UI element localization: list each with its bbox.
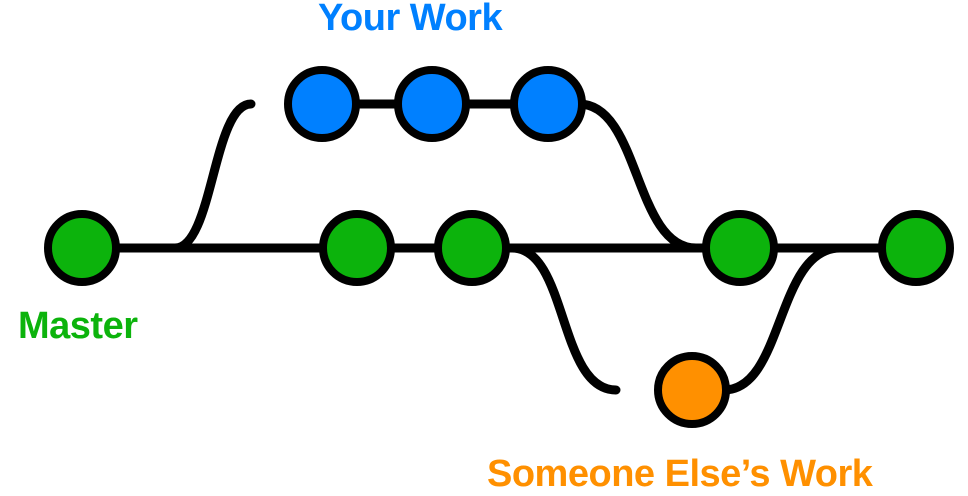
commit-node-b2[interactable] <box>394 66 470 142</box>
branch-label-your-work: Your Work <box>318 0 503 39</box>
commit-node-o1[interactable] <box>654 352 730 428</box>
commit-node-m2[interactable] <box>319 210 395 286</box>
graph-edge-e-branch-out-orange <box>507 243 621 395</box>
branch-label-master: Master <box>18 305 138 347</box>
commit-node-m1[interactable] <box>44 210 120 286</box>
commit-node-b1[interactable] <box>284 66 360 142</box>
commit-node-m4[interactable] <box>702 210 778 286</box>
graph-edge-e-merge-blue <box>574 99 701 253</box>
graph-edge-e-merge-orange <box>719 243 845 395</box>
nodes-layer <box>44 66 954 428</box>
graph-edge-e-branch-out-blue <box>170 99 256 253</box>
commit-node-m3[interactable] <box>434 210 510 286</box>
commit-node-b3[interactable] <box>510 66 586 142</box>
commit-node-m5[interactable] <box>878 210 954 286</box>
branch-label-someone-else: Someone Else’s Work <box>487 453 874 495</box>
